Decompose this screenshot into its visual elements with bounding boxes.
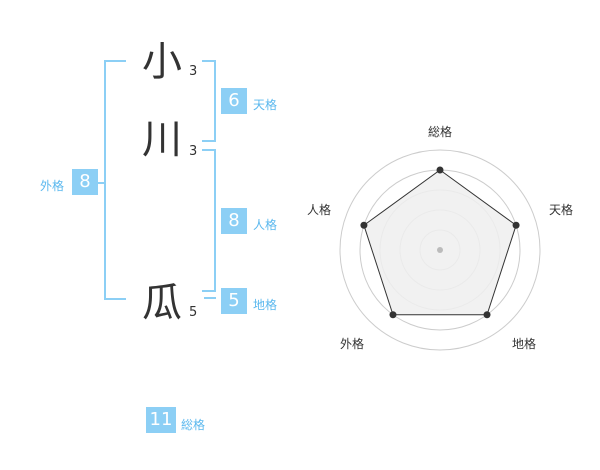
chikaku-score: 5 xyxy=(221,288,247,314)
radar-label-tenkaku: 天格 xyxy=(548,203,573,217)
gaikaku-bracket xyxy=(104,60,126,300)
radar-point-2 xyxy=(512,221,520,229)
chikaku-connector xyxy=(204,297,216,299)
tenkaku-score: 6 xyxy=(221,88,247,114)
name-char-1: 小 xyxy=(142,39,182,85)
radar-label-gaikaku: 外格 xyxy=(339,337,364,351)
soukaku-label: 総格 xyxy=(181,418,206,432)
name-char-2: 川 xyxy=(142,117,182,163)
radar-label-soukaku: 総格 xyxy=(427,125,452,139)
soukaku-score: 11 xyxy=(146,407,176,433)
stroke-count-1: 3 xyxy=(189,64,198,79)
radar-grid-ring xyxy=(339,149,541,351)
name-char-3: 瓜 xyxy=(142,280,182,326)
radar-polygon xyxy=(363,169,517,316)
radar-label-jinkaku: 人格 xyxy=(306,203,331,217)
jinkaku-bracket xyxy=(202,149,216,292)
stroke-count-3: 5 xyxy=(189,305,198,320)
chikaku-label: 地格 xyxy=(253,298,278,312)
radar-point-4 xyxy=(389,311,397,319)
gaikaku-label: 外格 xyxy=(40,179,65,193)
tenkaku-label: 天格 xyxy=(253,98,278,112)
gaikaku-connector xyxy=(96,182,105,184)
radar-point-3 xyxy=(483,311,491,319)
jinkaku-score: 8 xyxy=(221,208,247,234)
radar-center-dot xyxy=(437,247,443,253)
jinkaku-label: 人格 xyxy=(253,218,278,232)
radar-point-5 xyxy=(360,221,368,229)
gaikaku-score: 8 xyxy=(72,169,98,195)
tenkaku-bracket xyxy=(202,60,216,142)
stroke-count-2: 3 xyxy=(189,144,198,159)
radar-point-1 xyxy=(436,166,444,174)
radar-label-chikaku: 地格 xyxy=(511,337,536,351)
